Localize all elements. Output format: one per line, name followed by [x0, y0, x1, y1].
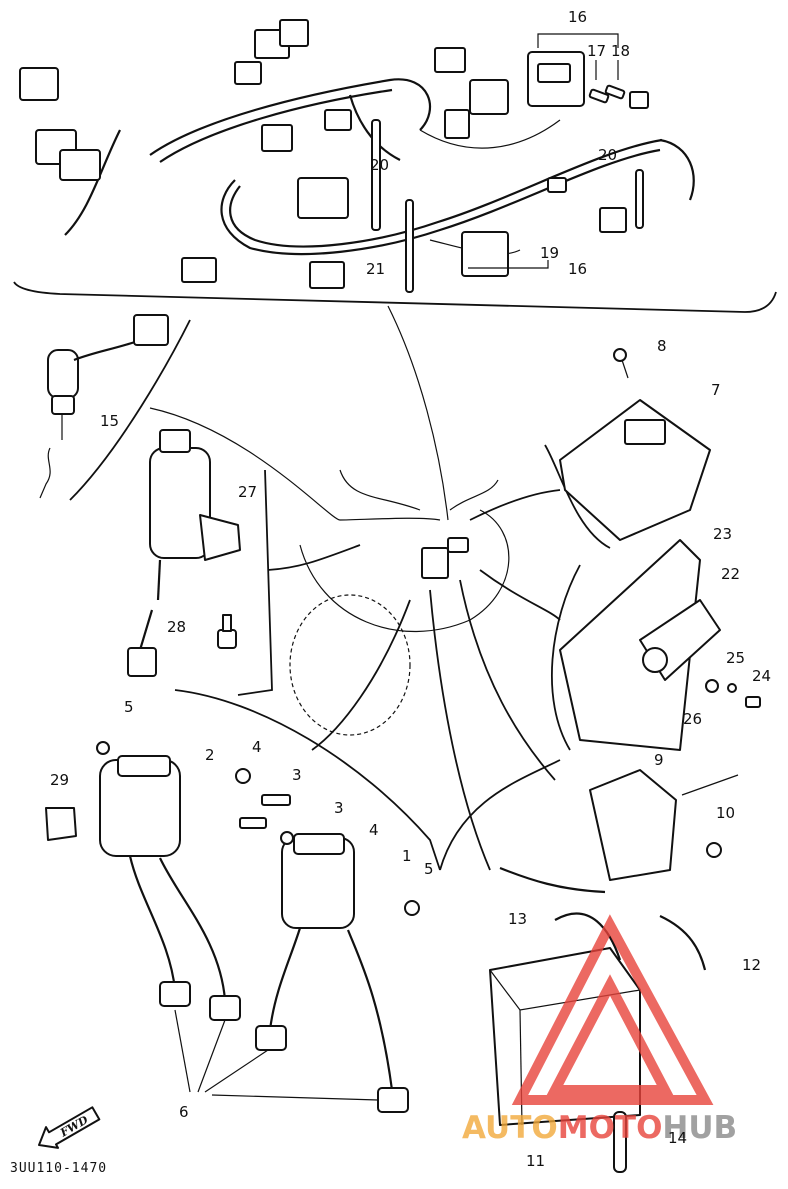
callout-6: 6: [179, 1103, 189, 1121]
neutral-switch-group: [39, 314, 191, 501]
wire-harness-group: [13, 19, 777, 313]
forward-arrow: FWD: [38, 1106, 101, 1149]
callout-16-top: 16: [568, 8, 587, 26]
frame-outline-group: [149, 305, 561, 871]
callout-1: 1: [402, 847, 412, 865]
callout-15: 15: [100, 412, 119, 430]
callout-19: 19: [540, 244, 559, 262]
callout-3-upper: 3: [292, 766, 302, 784]
callout-5-upper: 5: [124, 698, 134, 716]
callout-2: 2: [205, 746, 215, 764]
callout-14: 14: [668, 1129, 687, 1147]
callout-17: 17: [587, 42, 606, 60]
callout-20-left: 20: [370, 156, 389, 174]
callout-13: 13: [508, 910, 527, 928]
callout-5-lower: 5: [424, 860, 434, 878]
callout-28: 28: [167, 618, 186, 636]
callout-23: 23: [713, 525, 732, 543]
callout-21: 21: [366, 260, 385, 278]
ignition-coil-group: [45, 689, 441, 1113]
callout-18: 18: [611, 42, 630, 60]
callout-9: 9: [654, 751, 664, 769]
callout-7: 7: [711, 381, 721, 399]
watermark-logo: AUTOMOTOHUB: [462, 914, 737, 1146]
rectifier-group: [551, 539, 761, 751]
callout-27: 27: [238, 483, 257, 501]
callout-29: 29: [50, 771, 69, 789]
callout-24: 24: [752, 667, 771, 685]
watermark-text: AUTOMOTOHUB: [462, 1110, 737, 1146]
callout-26: 26: [683, 710, 702, 728]
callout-25: 25: [726, 649, 745, 667]
starter-relay-group: [439, 759, 739, 881]
callout-11: 11: [526, 1152, 545, 1170]
callout-3-lower: 3: [334, 799, 344, 817]
cdi-unit-group: [544, 348, 711, 549]
drawing-code: 3UU110-1470: [10, 1161, 107, 1176]
callout-labels: 16 17 18 20 20 19 21 16 15 8 7 27 23 22 …: [50, 8, 771, 1170]
callout-10: 10: [716, 804, 735, 822]
callout-12: 12: [742, 956, 761, 974]
callout-20-right: 20: [598, 146, 617, 164]
callout-4-upper: 4: [252, 738, 262, 756]
main-switch-group: [127, 429, 273, 696]
callout-16-bottom: 16: [568, 260, 587, 278]
callout-4-lower: 4: [369, 821, 379, 839]
callout-22: 22: [721, 565, 740, 583]
callout-8: 8: [657, 337, 667, 355]
